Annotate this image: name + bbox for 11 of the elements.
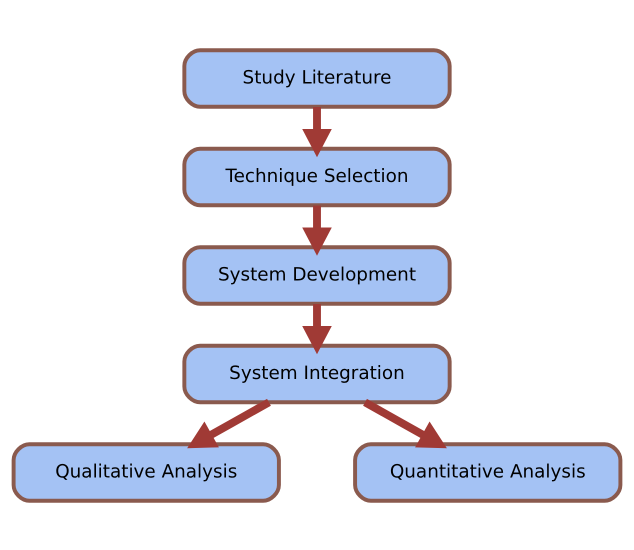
arrow — [302, 106, 332, 157]
node-box: System Development — [182, 244, 452, 306]
node-box: Quantitative Analysis — [353, 442, 622, 502]
node-box: System Integration — [182, 343, 452, 404]
arrow — [302, 205, 332, 256]
node-box: Technique Selection — [182, 146, 452, 207]
node-box: Qualitative Analysis — [12, 442, 281, 502]
node-box: Study Literature — [182, 48, 452, 108]
arrow — [363, 398, 447, 448]
arrow — [187, 398, 271, 448]
arrow — [302, 304, 332, 354]
